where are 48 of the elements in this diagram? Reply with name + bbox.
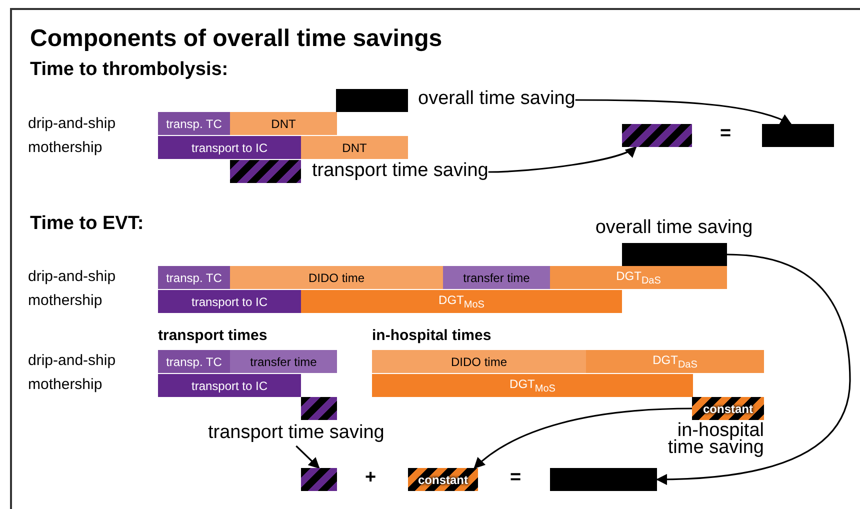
time-segment-bar: DGT$_{MoS}$ bbox=[372, 374, 693, 397]
time-segment-bar: DIDO time bbox=[372, 350, 586, 373]
time-segment-bar: transfer time bbox=[230, 350, 337, 373]
section-heading: Time to thrombolysis: bbox=[30, 59, 228, 81]
callout-text: overall time saving bbox=[418, 88, 576, 112]
time-segment-bar: transp. TC bbox=[158, 266, 230, 289]
equals-sign: = bbox=[510, 467, 522, 489]
caption-text: in-hospital time saving bbox=[666, 422, 764, 456]
group-heading: transport times bbox=[158, 327, 268, 344]
hatched-saving-bar bbox=[230, 160, 301, 183]
time-segment-bar: transport to IC bbox=[158, 290, 301, 313]
section-heading: Time to EVT: bbox=[30, 213, 144, 235]
arrow bbox=[474, 408, 692, 469]
hatched-saving-bar bbox=[622, 124, 692, 147]
saving-bar bbox=[550, 468, 657, 491]
time-segment-bar: DGT$_{DaS}$ bbox=[586, 350, 764, 373]
time-segment-bar: transport to IC bbox=[158, 136, 301, 159]
saving-bar bbox=[336, 89, 408, 112]
row-label: drip-and-ship bbox=[28, 115, 116, 132]
caption-text: overall time saving bbox=[594, 217, 754, 239]
time-segment-bar: transp. TC bbox=[158, 350, 230, 373]
saving-bar bbox=[762, 124, 834, 147]
time-segment-bar: transfer time bbox=[443, 266, 550, 289]
row-label: mothership bbox=[28, 139, 102, 156]
arrow bbox=[296, 445, 320, 469]
row-label: drip-and-ship bbox=[28, 268, 116, 285]
time-segment-bar: transport to IC bbox=[158, 374, 301, 397]
arrow bbox=[656, 254, 851, 485]
time-segment-bar: DNT bbox=[301, 136, 408, 159]
row-label: mothership bbox=[28, 376, 102, 393]
arrow bbox=[488, 146, 637, 173]
time-segment-bar: DNT bbox=[230, 112, 337, 135]
hatched-saving-bar bbox=[301, 468, 337, 491]
time-segment-bar: DIDO time bbox=[230, 266, 443, 289]
diagram-title: Components of overall time savings bbox=[30, 25, 442, 53]
row-label: mothership bbox=[28, 292, 102, 309]
time-segment-bar: DGT$_{MoS}$ bbox=[301, 290, 622, 313]
saving-bar bbox=[622, 243, 727, 266]
arrow bbox=[575, 99, 792, 125]
callout-text: transport time saving bbox=[208, 422, 384, 446]
callout-text: transport time saving bbox=[312, 160, 488, 184]
hatched-saving-bar bbox=[301, 397, 337, 420]
time-segment-bar: DGT$_{DaS}$ bbox=[550, 266, 727, 289]
row-label: drip-and-ship bbox=[28, 352, 116, 369]
group-heading: in-hospital times bbox=[372, 327, 492, 344]
plus-sign: + bbox=[365, 467, 376, 489]
time-segment-bar: transp. TC bbox=[158, 112, 230, 135]
equals-sign: = bbox=[720, 123, 732, 145]
